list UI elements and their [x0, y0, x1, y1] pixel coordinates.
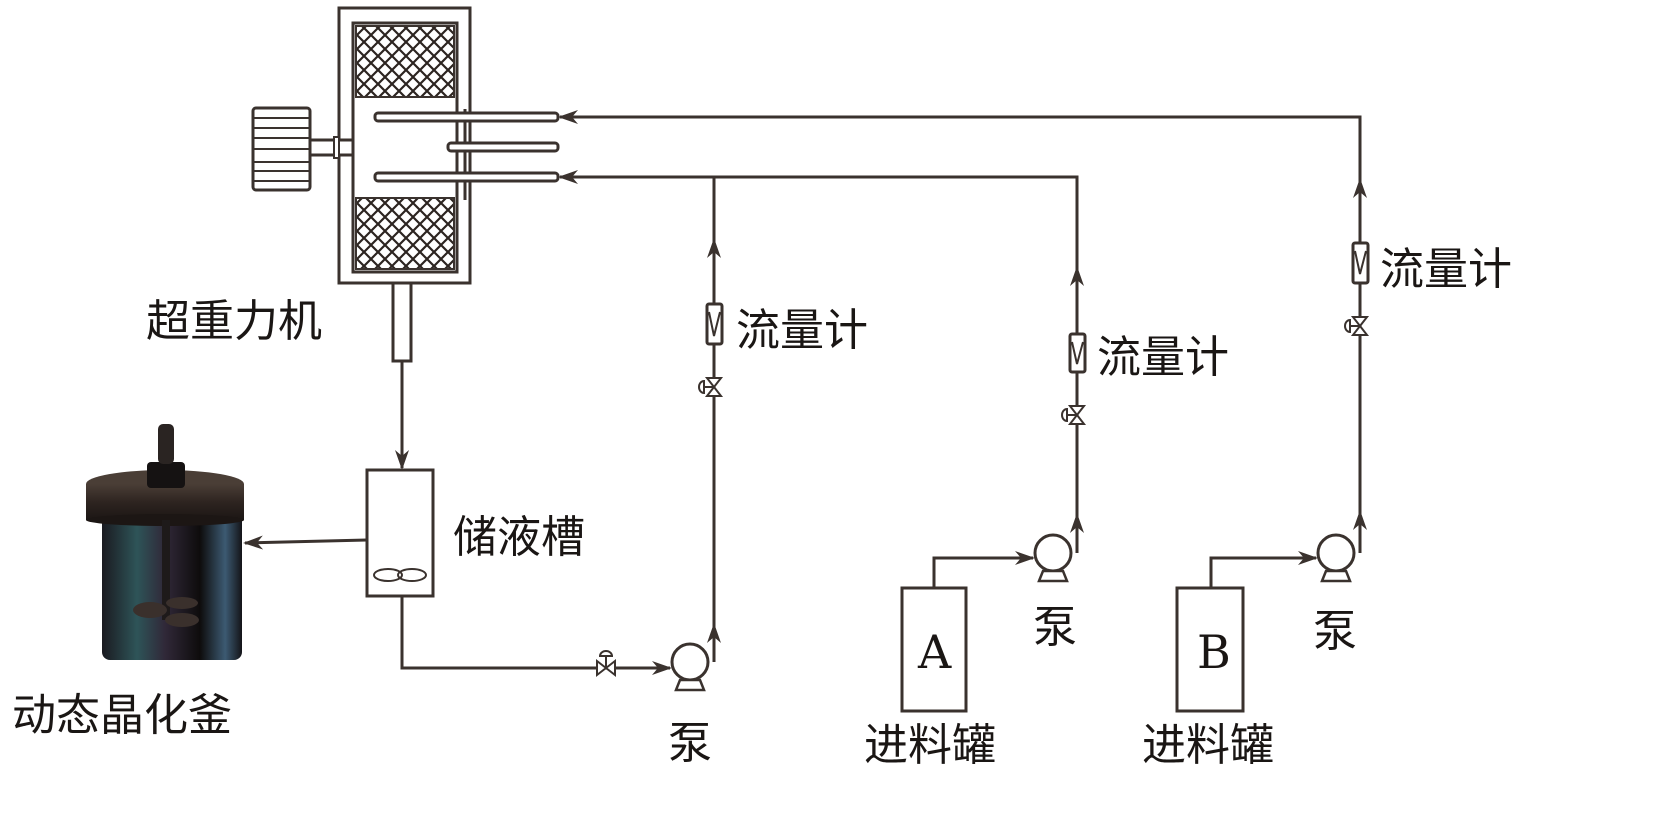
- pump-1: [670, 642, 710, 692]
- feed-tank-b: B: [1175, 586, 1245, 713]
- feed-tank-b-letter: B: [1197, 625, 1231, 679]
- flowmeter-icon: [1068, 332, 1087, 374]
- high-gravity-machine: [251, 6, 560, 363]
- motor-shaft: [308, 138, 355, 157]
- inlet-tube-lower: [373, 171, 560, 183]
- valve-icon: [1344, 316, 1370, 336]
- feed-tank-a: A: [900, 586, 968, 713]
- crystallizer-hub: [147, 462, 185, 488]
- pipe-tank-to-crystallizer: [243, 535, 368, 550]
- label-dynamic-crystallizer: 动态晶化釜: [12, 690, 232, 741]
- motor-fins: [254, 117, 309, 182]
- crystallizer-shaft: [162, 520, 170, 620]
- crystallizer-shaft-top: [158, 424, 174, 464]
- valve-icon: [596, 650, 616, 678]
- label-feed-tank-b: 进料罐: [1142, 720, 1274, 771]
- pipe-upper-header: [558, 110, 1362, 180]
- storage-tank: [365, 468, 435, 598]
- label-pump-1: 泵: [668, 718, 712, 769]
- inlet-tube-middle: [446, 141, 560, 153]
- flowmeter-icon: [705, 302, 724, 346]
- flowmeter-icon: [1351, 241, 1370, 285]
- pump-3: [1316, 533, 1356, 583]
- pump-base: [1037, 569, 1069, 583]
- feed-tank-a-body: [900, 586, 968, 713]
- impeller-blade: [165, 613, 199, 627]
- impeller-blade: [166, 597, 198, 609]
- label-pump-3: 泵: [1313, 606, 1357, 657]
- pipe-tank-to-pump-1: [400, 596, 672, 675]
- pump-icon: [1033, 533, 1073, 573]
- pump-icon: [1316, 533, 1356, 573]
- label-flowmeter-1: 流量计: [736, 305, 868, 356]
- impeller-blade: [133, 602, 167, 618]
- packing-lower: [355, 197, 455, 270]
- dynamic-crystallizer: [86, 424, 244, 660]
- inlet-tube-upper: [373, 111, 560, 123]
- label-pump-2: 泵: [1033, 602, 1077, 653]
- valve-icon: [1061, 405, 1087, 425]
- machine-outlet-pipe: [391, 281, 413, 363]
- feed-tank-a-letter: A: [917, 625, 952, 679]
- stirrer-icon: [373, 568, 427, 582]
- pipe-tank-b-to-pump-3: [1209, 551, 1318, 588]
- packing-upper: [355, 25, 455, 98]
- shaft-coupling: [333, 136, 340, 159]
- pump-base: [1320, 569, 1352, 583]
- label-flowmeter-2: 流量计: [1097, 332, 1229, 383]
- label-high-gravity-machine: 超重力机: [146, 296, 322, 347]
- pump-2: [1033, 533, 1073, 583]
- crystallizer-body: [102, 505, 242, 660]
- pump-icon: [670, 642, 710, 682]
- valve-icon: [698, 377, 724, 397]
- pipe-tank-a-to-pump-2: [932, 551, 1035, 588]
- label-flowmeter-3: 流量计: [1380, 244, 1512, 295]
- pump-base: [674, 678, 706, 692]
- label-storage-tank: 储液槽: [453, 512, 585, 563]
- storage-tank-body: [365, 468, 435, 598]
- label-feed-tank-a: 进料罐: [864, 720, 996, 771]
